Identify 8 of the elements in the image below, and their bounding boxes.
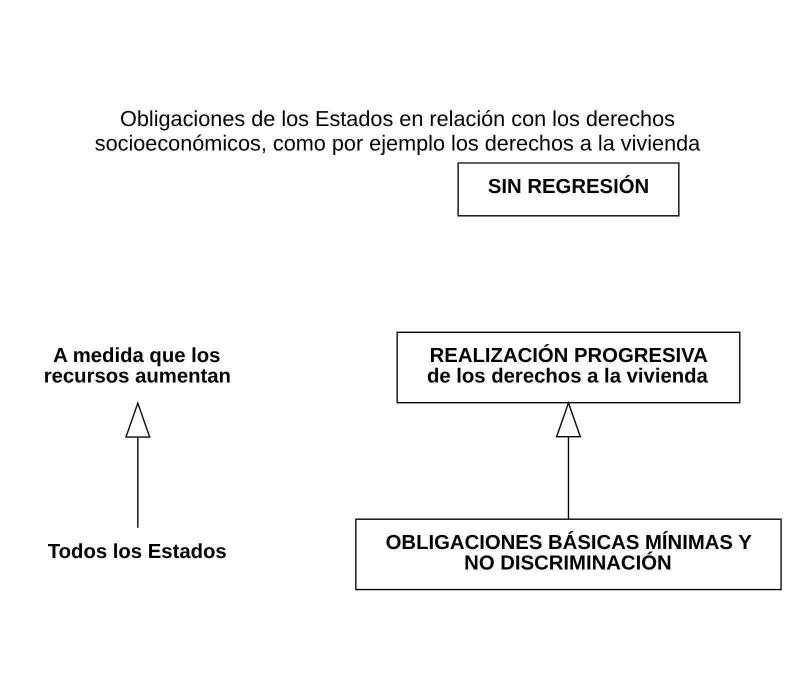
node-box: SIN REGRESIÓN: [457, 162, 680, 216]
arrow: [125, 401, 151, 528]
diagram-title: Obligaciones de los Estados en relación con los derechos socioeconómicos, como por ejemplo los derechos a la vivienda: [94, 106, 700, 156]
node-box: OBLIGACIONES BÁSICAS MÍNIMAS Y NO DISCRIMINACIÓN: [355, 518, 782, 590]
node-box: REALIZACIÓN PROGRESIVA de los derechos a la vivienda: [396, 332, 740, 404]
arrow: [556, 400, 582, 519]
node-text: Todos los Estados: [48, 540, 227, 563]
node-text: A medida que los recursos aumentan: [44, 345, 231, 388]
